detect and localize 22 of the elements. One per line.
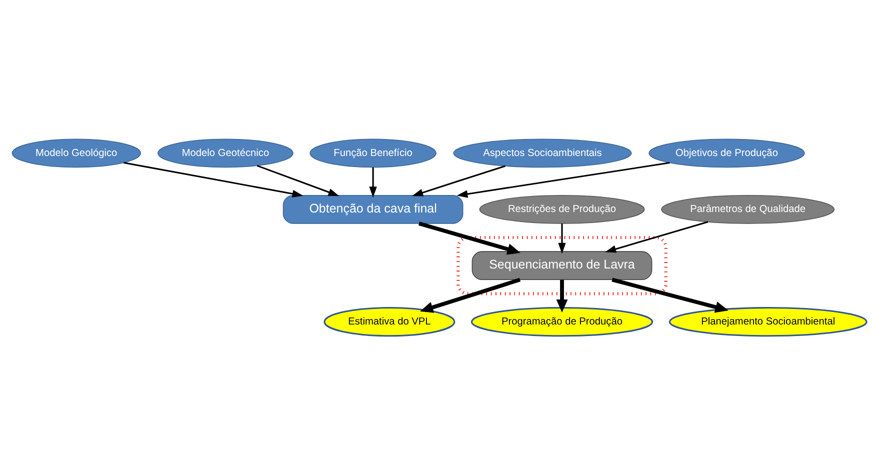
arrow: [124, 162, 304, 198]
arrow: [556, 280, 568, 313]
arrow: [412, 165, 506, 196]
node-ellipse: Restrições de Produção: [479, 194, 645, 224]
cluster: [456, 236, 668, 296]
node-ellipse: Objetivos de Produção: [648, 138, 805, 168]
arrow: [369, 167, 377, 198]
node-ellipse: Modelo Geológico: [12, 138, 141, 168]
arrow: [256, 164, 340, 196]
node-box: Sequenciamento de Lavra: [472, 251, 652, 280]
node-ellipse: Modelo Geotécnico: [158, 138, 294, 168]
arrow: [418, 222, 520, 255]
arrow: [605, 221, 708, 253]
node-ellipse: Função Benefício: [310, 138, 436, 168]
node-ellipse: Parâmetros de Qualidade: [661, 194, 835, 224]
node-ellipse: Programação de Produção: [470, 307, 654, 337]
node-ellipse: Aspectos Socioambientais: [453, 138, 632, 168]
arrow: [456, 162, 670, 198]
node-box: Obtenção da cava final: [282, 194, 464, 224]
node-ellipse: Planejamento Socioambiental: [668, 307, 868, 337]
node-ellipse: Estimativa do VPL: [324, 307, 456, 337]
arrow: [558, 224, 566, 254]
